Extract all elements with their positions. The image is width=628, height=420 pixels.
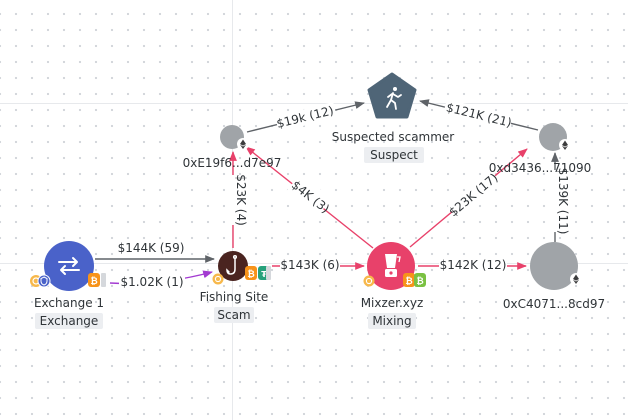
ethereum-icon [559,139,571,151]
more-assets-icon [101,273,106,287]
svg-text:₿: ₿ [405,276,412,287]
ethereum-icon [570,273,582,285]
edge-fishing-to-mixer[interactable]: $143K (6) [272,257,365,273]
edge-label: $144K (59) [118,241,185,255]
edge-label: $19k (12) [275,103,335,131]
svg-text:₿: ₿ [247,269,254,280]
bitcoin-icon [245,266,257,280]
edge-e19-to-suspect[interactable]: $19k (12) [246,101,365,133]
bitcoin-icon [403,273,415,287]
node-fishing-site[interactable]: ₿ ₮ Fishing Site Scam [200,251,271,323]
blender-icon [385,254,401,277]
more-assets-icon [266,266,271,280]
category-tag-bg [368,313,416,329]
edge-label: $23K (4) [234,174,248,226]
node-name: Fishing Site [200,290,269,304]
edge-c40-to-d34[interactable]: $139K (11) [547,152,570,242]
ethereum-icon [237,138,249,150]
coin-icon [212,273,224,285]
node-wallet-d34[interactable]: 0xd3436...71090 [489,123,592,175]
svg-text:₿: ₿ [416,276,423,287]
edge-label: $142K (12) [440,258,507,272]
edge-mixer-to-c40[interactable]: $142K (12) [418,257,527,273]
node-name: Suspected scammer [332,130,455,144]
bitcoin-icon [88,273,100,287]
edge-exchange-to-fishing-144k[interactable]: $144K (59) [95,240,215,263]
node-category: Mixing [372,314,411,328]
swap-arrows-icon [58,257,80,275]
edge-d34-to-suspect[interactable]: $121K (21) [419,99,539,131]
node-category: Scam [217,308,250,322]
asset-badges: ₿ [30,273,106,288]
edge-label: $23K (17) [446,171,500,220]
svg-text:₮: ₮ [261,270,267,279]
edge-label: $139K (11) [556,168,570,235]
edge-exchange-to-fishing-1k[interactable]: $1.02K (1) [109,270,213,290]
fish-hook-icon [226,254,238,275]
node-exchange-1[interactable]: ₿ Exchange 1 Exchange [30,241,106,329]
node-mixzer[interactable]: ₿ ₿ Mixzer.xyz Mixing [361,242,426,329]
node-name: 0xC4071...8cd97 [503,297,605,311]
node-wallet-c40[interactable]: 0xC4071...8cd97 [503,242,605,311]
node-name: 0xE19f6...d7e97 [183,156,282,170]
node-category: Suspect [370,148,418,162]
exchange-circle [44,241,94,291]
node-suspected-scammer[interactable]: Suspected scammer Suspect [332,72,455,163]
node-name: Exchange 1 [34,296,104,310]
node-wallet-e19[interactable]: 0xE19f6...d7e97 [183,125,282,170]
bitcoin-cash-icon [414,273,426,287]
edge-label: $143K (6) [280,258,339,272]
edge-fishing-to-e19[interactable]: $23K (4) [225,151,248,248]
node-name: Mixzer.xyz [361,296,424,310]
coin-icon [363,275,375,287]
svg-text:₿: ₿ [90,276,97,287]
category-tag-bg [364,147,424,163]
running-person-icon [386,87,402,110]
node-category: Exchange [40,314,99,328]
edge-label: $121K (21) [445,100,513,130]
scam-circle [218,251,248,281]
asset-badges: ₿ ₿ [363,273,426,287]
category-tag-bg [214,307,254,323]
wallet-circle [530,242,578,290]
category-tag-bg [35,313,103,329]
asset-badges: ₿ ₮ [212,266,271,285]
edge-label: $1.02K (1) [120,275,183,289]
node-name: 0xd3436...71090 [489,161,592,175]
edges: $144K (59) $1.02K (1) $143K (6) $142K (1… [95,99,570,290]
